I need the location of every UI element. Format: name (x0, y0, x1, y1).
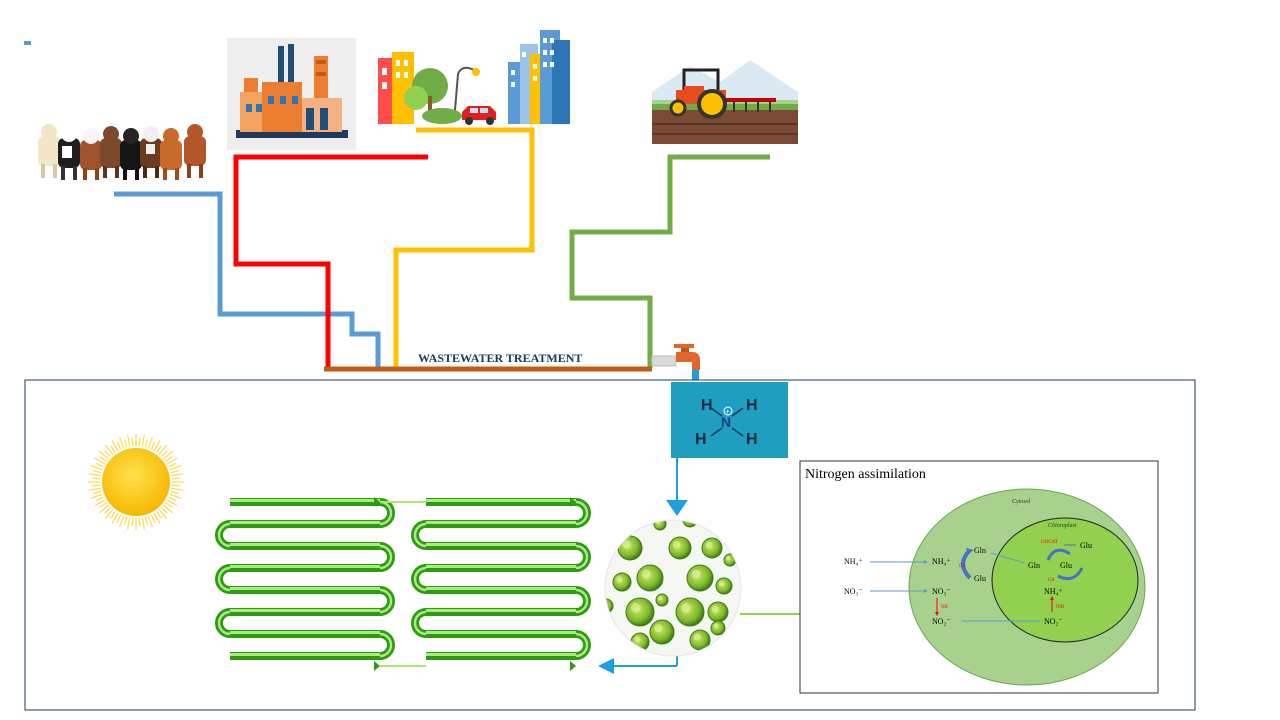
sun-icon (88, 434, 184, 530)
chloroplast-glu-top: Glu (1080, 541, 1092, 550)
cytosol-no2: NO₂⁻ (932, 617, 951, 626)
factory-icon (227, 38, 356, 150)
urban-pipe (393, 127, 535, 368)
faucet-icon (651, 344, 700, 380)
chloroplast-gln: Gln (1028, 561, 1040, 570)
chloroplast-gogat: GOGAT (1041, 540, 1058, 545)
cytosol-glu: Glu (974, 574, 986, 583)
city-icon (378, 30, 570, 125)
corner-marker (24, 41, 31, 45)
livestock-pipe (114, 191, 381, 368)
flow-arrow-down (666, 458, 688, 516)
external-no3: NO₃⁻ (844, 587, 863, 596)
panel-title: Nitrogen assimilation (805, 467, 926, 482)
hydrogen-atom: H (695, 431, 707, 448)
cytosol-gs: GS (959, 564, 966, 569)
chloroplast-label: Chloroplast (1048, 523, 1077, 529)
cytosol-no3: NO₃⁻ (932, 587, 951, 596)
nitrogen-assimilation-panel: Nitrogen assimilation Cytosol Chloroplas… (799, 460, 1159, 694)
microalgae-icon (604, 519, 742, 657)
treatment-frame (24, 379, 1196, 711)
chloroplast-gs: GS (1048, 578, 1055, 583)
chloroplast-no2: NO₂⁻ (1044, 617, 1063, 626)
cytosol-label: Cytosol (1012, 499, 1031, 505)
agriculture-pipe (569, 154, 770, 368)
hydrogen-atom: H (746, 431, 758, 448)
cytosol-gln: Gln (974, 546, 986, 555)
tractor-icon (652, 60, 798, 144)
cattle-herd-icon (30, 118, 220, 190)
positive-charge: + (726, 409, 730, 416)
ammonium-molecule: H H H H N + (671, 382, 788, 458)
photobioreactor-icon (215, 497, 591, 671)
chloroplast-nir: NiR (1056, 605, 1065, 610)
cytosol-nr: NR (941, 605, 949, 610)
hydrogen-atom: H (701, 397, 713, 414)
chloroplast (991, 517, 1139, 643)
chloroplast-nh4: NH₄⁺ (1044, 587, 1063, 596)
chloroplast-glu: Glu (1060, 561, 1072, 570)
nitrogen-atom: N (721, 414, 731, 430)
external-nh4: NH₄⁺ (844, 557, 863, 566)
hydrogen-atom: H (746, 397, 758, 414)
industry-pipe (233, 154, 428, 368)
wastewater-treatment-label: WASTEWATER TREATMENT (418, 351, 582, 365)
cytosol-nh4: NH₄⁺ (932, 557, 951, 566)
